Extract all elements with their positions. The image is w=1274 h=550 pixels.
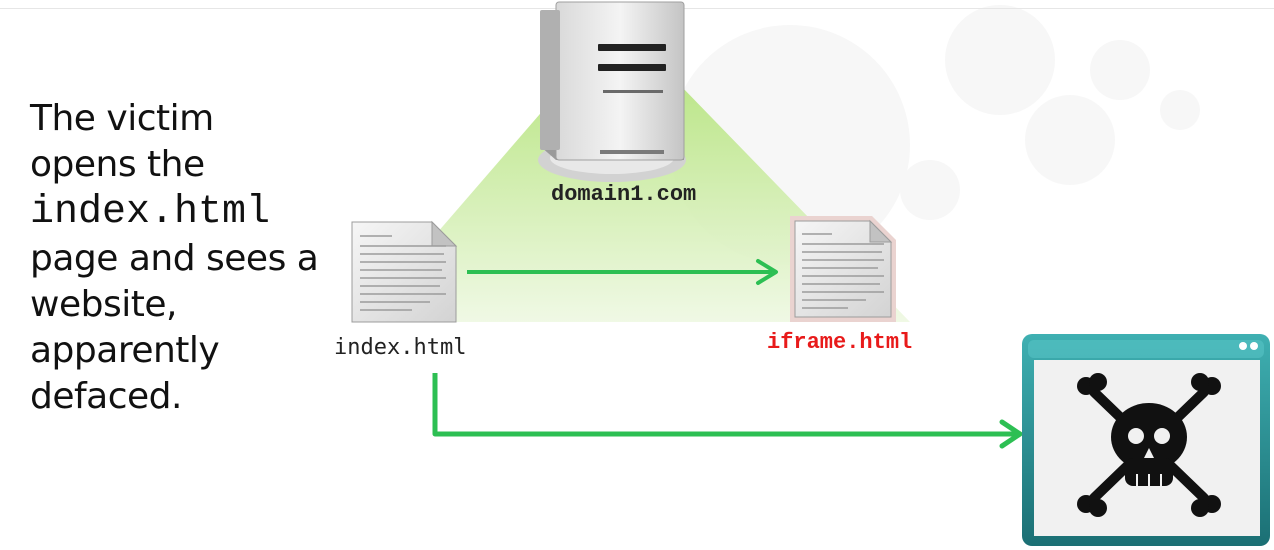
domain-zone	[360, 85, 910, 322]
index-page-label: index.html	[334, 335, 467, 360]
arrow-index-to-iframe	[467, 259, 778, 285]
iframe-page-label: iframe.html	[767, 330, 913, 355]
description-part1: The victim opens the	[30, 98, 214, 185]
arrow-index-to-window	[432, 373, 1023, 449]
description-code: index.html	[30, 190, 271, 235]
description-text: The victim opens the index.html page and…	[30, 96, 320, 420]
description-part2: page and sees a website, apparently defa…	[30, 238, 319, 417]
document-icon	[790, 216, 896, 322]
server-label: domain1.com	[551, 182, 697, 207]
skull-window-icon	[1022, 334, 1270, 546]
server-icon	[538, 1, 686, 182]
document-icon	[351, 220, 458, 323]
